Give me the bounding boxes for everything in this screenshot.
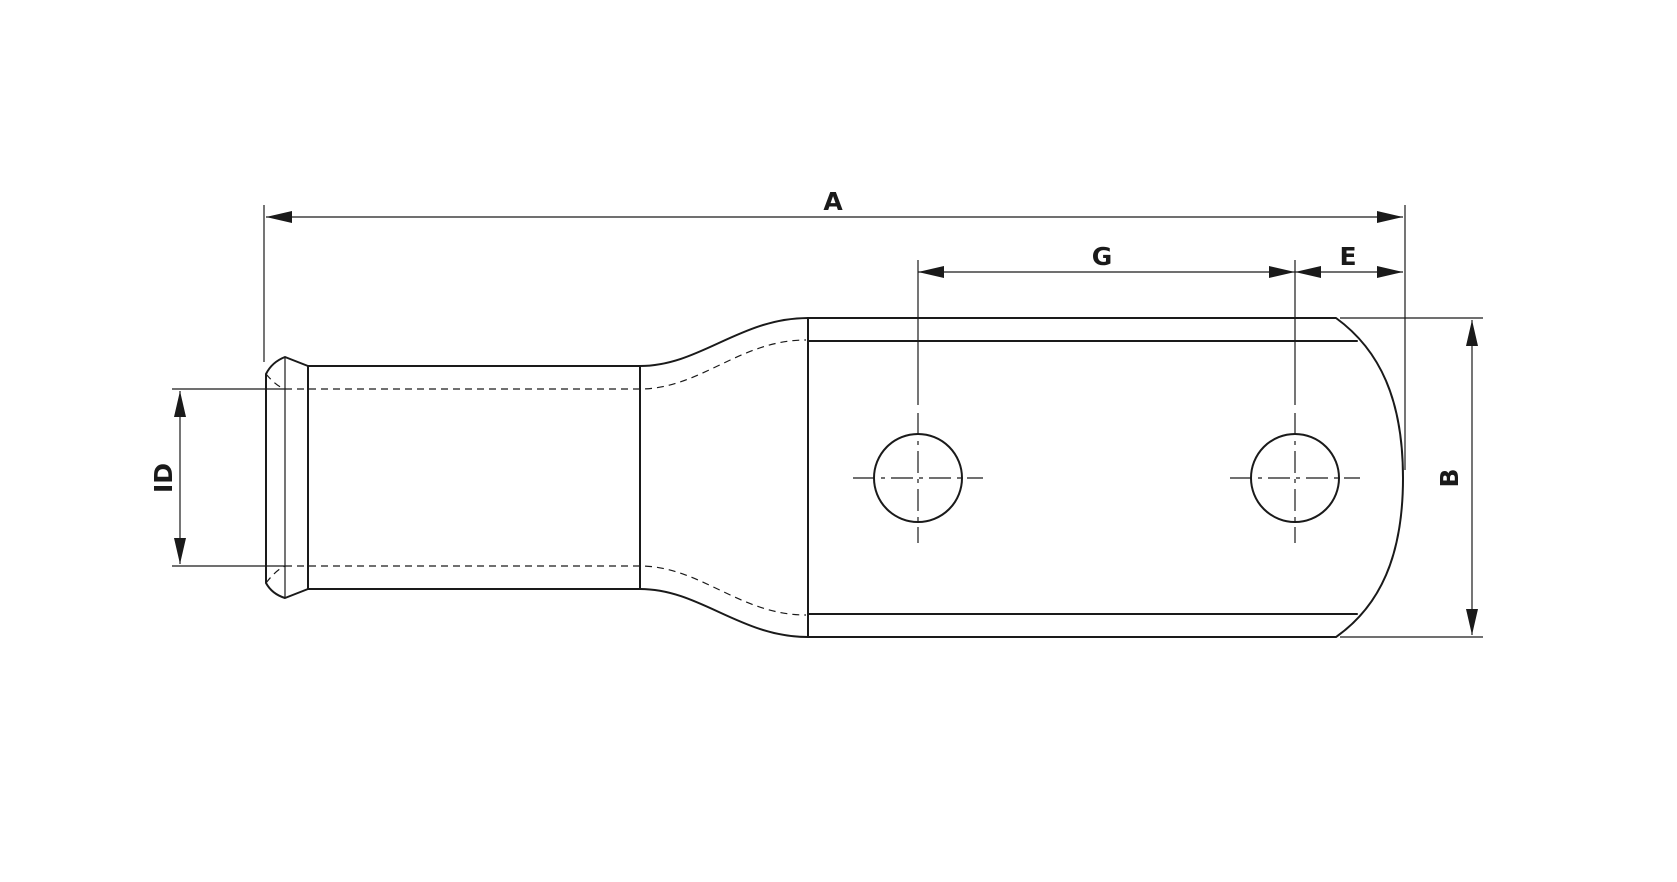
- dim-B-label: B: [1435, 468, 1464, 487]
- dim-A-arrow-left: [266, 211, 292, 223]
- dimension-A: A: [266, 187, 1403, 223]
- dimension-E: E: [1295, 242, 1403, 278]
- neck-bottom-curve: [639, 588, 809, 638]
- dimension-G: G: [918, 242, 1295, 278]
- barrel: [265, 356, 641, 599]
- dimension-B: B: [1435, 320, 1478, 635]
- barrel-flare: [265, 356, 309, 599]
- dimension-ID: ID: [149, 391, 186, 564]
- dim-B-arrow-bottom: [1466, 609, 1478, 635]
- bolt-hole-1: [853, 413, 983, 543]
- dim-ID-arrow-top: [174, 391, 186, 417]
- dim-A-arrow-right: [1377, 211, 1403, 223]
- dim-E-arrow-left: [1295, 266, 1321, 278]
- dim-E-arrow-right: [1377, 266, 1403, 278]
- transition-neck: [639, 317, 809, 638]
- bore-hidden-lines: [265, 339, 807, 616]
- dim-E-label: E: [1339, 242, 1356, 271]
- flare-hidden: [265, 373, 286, 584]
- bore-bottom-hidden: [285, 565, 807, 616]
- bolt-hole-2: [1230, 413, 1360, 543]
- dim-G-arrow-right: [1269, 266, 1295, 278]
- dim-ID-label: ID: [149, 463, 178, 493]
- dim-G-label: G: [1092, 242, 1113, 271]
- bore-top-hidden: [285, 339, 807, 390]
- extension-lines: [172, 205, 1483, 638]
- neck-top-curve: [639, 317, 809, 367]
- palm: [807, 317, 1404, 638]
- dim-B-arrow-top: [1466, 320, 1478, 346]
- dim-ID-arrow-bottom: [174, 538, 186, 564]
- dim-G-arrow-left: [918, 266, 944, 278]
- palm-outline: [807, 317, 1404, 638]
- dim-A-label: A: [823, 187, 843, 216]
